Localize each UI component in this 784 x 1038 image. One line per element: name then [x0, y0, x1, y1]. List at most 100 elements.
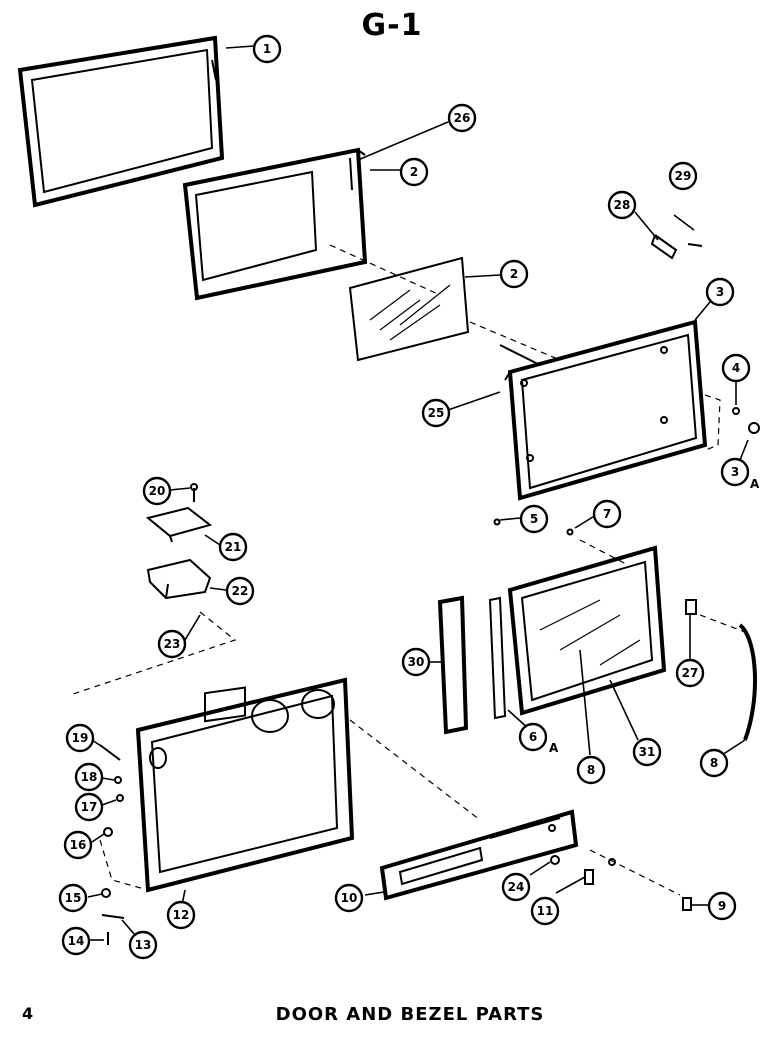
diagram-title: G-1	[361, 8, 423, 43]
callout-29: 29	[668, 161, 698, 191]
callout-7: 7	[592, 499, 622, 529]
part-31-door-glass	[507, 545, 667, 716]
part-12-door-panel	[135, 677, 355, 893]
callout-5: 5	[519, 504, 549, 534]
part-20-screw	[190, 483, 198, 502]
svg-text:19: 19	[72, 731, 89, 745]
callout-2b: 2	[499, 259, 529, 289]
svg-text:22: 22	[232, 584, 249, 598]
callout-9: 9	[707, 891, 737, 921]
callout-1: 1	[252, 34, 282, 64]
callout-31: 31	[632, 737, 662, 767]
part-11-clip	[584, 869, 594, 885]
svg-text:4: 4	[732, 361, 740, 375]
svg-text:3: 3	[716, 285, 724, 299]
part-6-gasket-strip	[488, 596, 507, 720]
part-18-screw	[114, 776, 122, 784]
callout-23: 23	[157, 629, 187, 659]
svg-text:30: 30	[408, 655, 425, 669]
part-3-frame-assembly	[499, 319, 708, 501]
part-24-knob	[550, 855, 560, 865]
svg-text:27: 27	[682, 666, 699, 680]
svg-text:8: 8	[587, 763, 595, 777]
leader-lines	[87, 45, 749, 941]
part-16-washer	[103, 827, 113, 837]
svg-text:26: 26	[454, 111, 471, 125]
callout-20: 20	[142, 476, 172, 506]
svg-text:9: 9	[718, 899, 726, 913]
svg-text:8: 8	[710, 756, 718, 770]
callout-17: 17	[74, 792, 104, 822]
callout-27: 27	[675, 658, 705, 688]
svg-text:2: 2	[510, 267, 518, 281]
svg-text:11: 11	[537, 904, 554, 918]
callout-8a: 8	[576, 755, 606, 785]
part-8-handle	[738, 623, 757, 741]
part-2-glass-panel	[348, 256, 470, 362]
callout-4: 4	[721, 353, 751, 383]
callout-19: 19	[65, 723, 95, 753]
callout-18: 18	[74, 762, 104, 792]
svg-text:6: 6	[529, 730, 537, 744]
callout-8b: 8	[699, 748, 729, 778]
part-5-screw	[493, 518, 501, 526]
svg-text:20: 20	[149, 484, 166, 498]
svg-text:7: 7	[603, 507, 611, 521]
part-3a-clip	[748, 422, 760, 434]
suffix-3a: A	[750, 477, 760, 491]
svg-text:15: 15	[65, 891, 82, 905]
suffix-6a: A	[549, 741, 559, 755]
svg-text:14: 14	[68, 934, 85, 948]
callout-12: 12	[166, 900, 196, 930]
svg-text:28: 28	[614, 198, 631, 212]
callout-30: 30	[401, 647, 431, 677]
callout-13: 13	[128, 930, 158, 960]
callout-15: 15	[58, 883, 88, 913]
part-21-hinge-plate	[145, 506, 213, 543]
svg-text:16: 16	[70, 838, 87, 852]
part-15-washer	[101, 888, 111, 898]
part-4-screw	[732, 407, 740, 415]
callout-6: 6	[518, 722, 548, 752]
part-7-screw	[566, 528, 574, 536]
footer-caption: DOOR AND BEZEL PARTS	[275, 1004, 545, 1025]
callout-2a: 2	[399, 157, 429, 187]
svg-text:10: 10	[341, 891, 358, 905]
svg-text:12: 12	[173, 908, 190, 922]
svg-text:3: 3	[731, 465, 739, 479]
callout-21: 21	[218, 532, 248, 562]
callout-16: 16	[63, 830, 93, 860]
svg-text:18: 18	[81, 770, 98, 784]
callout-25: 25	[421, 398, 451, 428]
part-27-clip	[685, 599, 697, 615]
callout-3: 3	[705, 277, 735, 307]
callout-14: 14	[61, 926, 91, 956]
svg-text:21: 21	[225, 540, 242, 554]
svg-text:24: 24	[508, 880, 525, 894]
callout-28: 28	[607, 190, 637, 220]
part-9-spring	[682, 897, 692, 911]
svg-text:25: 25	[428, 406, 445, 420]
part-17-screw	[116, 794, 124, 802]
part-22-hinge-block	[146, 558, 212, 600]
callout-24: 24	[501, 872, 531, 902]
callout-11: 11	[530, 896, 560, 926]
part-2-inner-frame	[182, 147, 368, 301]
callout-10: 10	[334, 883, 364, 913]
svg-text:13: 13	[135, 938, 152, 952]
svg-text:1: 1	[263, 42, 271, 56]
callout-22: 22	[225, 576, 255, 606]
callout-26a: 26	[447, 103, 477, 133]
svg-text:2: 2	[410, 165, 418, 179]
svg-text:31: 31	[639, 745, 656, 759]
part-13-pin	[101, 914, 125, 919]
svg-text:5: 5	[530, 512, 538, 526]
svg-text:23: 23	[164, 637, 181, 651]
part-28-bracket	[650, 234, 703, 260]
svg-text:17: 17	[81, 800, 98, 814]
svg-text:29: 29	[675, 169, 692, 183]
part-1-door-frame	[17, 35, 225, 208]
callout-3a: 3	[720, 457, 750, 487]
